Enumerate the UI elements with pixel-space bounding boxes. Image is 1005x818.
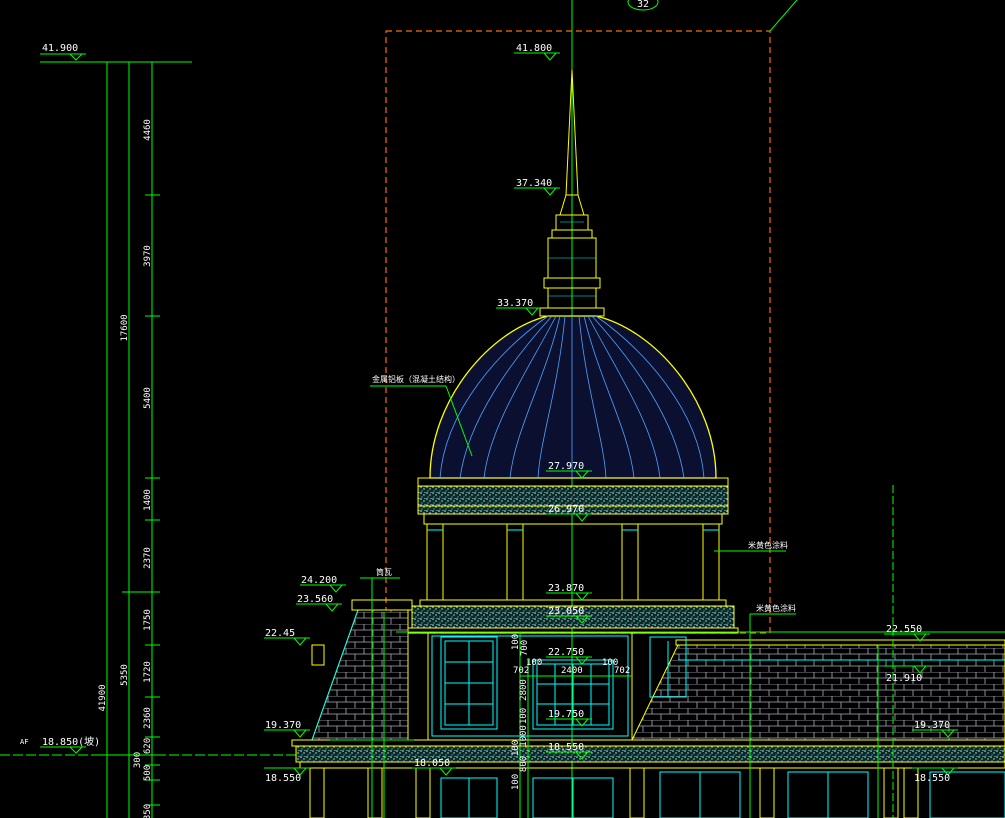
svg-text:100: 100 <box>511 740 521 756</box>
left-dims-inner: 41900 <box>98 684 108 711</box>
dim-5350: 5350 <box>120 664 130 686</box>
svg-text:筒瓦: 筒瓦 <box>376 567 392 577</box>
frame-diagonal <box>769 0 798 32</box>
dim-620: 620 <box>143 738 153 754</box>
svg-text:米黄色涂料: 米黄色涂料 <box>756 603 796 613</box>
svg-text:米黄色涂料: 米黄色涂料 <box>748 540 788 550</box>
svg-text:2400: 2400 <box>561 666 583 676</box>
dim-4460: 4460 <box>143 119 153 141</box>
elev-23050: 23.050 <box>548 606 584 617</box>
lower-columns <box>309 767 919 818</box>
elev-23870: 23.870 <box>548 583 584 594</box>
dim-5400: 5400 <box>143 387 153 409</box>
elev-22750: 22.750 <box>548 647 584 658</box>
svg-text:41.900: 41.900 <box>42 43 78 54</box>
elev-19750: 19.750 <box>548 709 584 720</box>
building-dimension-lines <box>330 485 1005 818</box>
elev-2245: 22.45 <box>265 628 295 639</box>
cornice-paint-annotation: 米黄色涂料 <box>750 603 796 615</box>
left-dims-mid: 17600 5350 <box>120 314 130 685</box>
left-mansard-roof <box>311 599 413 741</box>
center-level-markers <box>412 52 592 776</box>
dome <box>429 315 717 479</box>
center-elevation-labels: 41.800 37.340 33.370 27.970 26.970 23.87… <box>414 43 584 769</box>
elev-21910: 21.910 <box>886 673 922 684</box>
svg-text:100: 100 <box>519 708 529 724</box>
dim-17600: 17600 <box>120 314 130 341</box>
left-building-elevation-labels: 24.200 23.560 22.45 19.370 18.550 <box>265 575 337 784</box>
elev-24200: 24.200 <box>301 575 337 586</box>
lower-windows <box>440 771 1005 818</box>
left-building-level-markers <box>264 584 346 776</box>
elev-23560: 23.560 <box>297 594 333 605</box>
main-cornice <box>291 739 1005 769</box>
elev-18550-right: 18.550 <box>914 773 950 784</box>
dim-2360: 2360 <box>143 707 153 729</box>
spire-detail <box>548 221 596 297</box>
dim-3970: 3970 <box>143 245 153 267</box>
af-tag: AF <box>20 738 28 746</box>
roof-tile-annotation: 筒瓦 <box>360 567 400 610</box>
crop-frame <box>385 30 771 634</box>
left-dimension-chain <box>95 61 192 818</box>
right-elevation-labels: 22.550 21.910 19.370 18.550 <box>886 624 950 784</box>
level-marker-41900-left: 41.900 <box>40 43 107 63</box>
dim-1750: 1750 <box>143 609 153 631</box>
dome-annotation: 金属铝板（混凝土结构） <box>370 374 473 457</box>
svg-text:2800: 2800 <box>519 679 529 701</box>
dim-300: 300 <box>133 752 143 768</box>
right-level-markers <box>884 633 958 776</box>
svg-text:100: 100 <box>602 658 618 668</box>
right-mansard-roof <box>631 639 1005 741</box>
dim-1720: 1720 <box>143 661 153 683</box>
window-dimension-text: 100 2400 100 702 702 100 700 2800 100 10… <box>511 634 630 790</box>
elev-26970: 26.970 <box>548 504 584 515</box>
window-upper-right <box>649 636 687 698</box>
drum-cornice <box>417 477 729 525</box>
window-upper-left <box>440 636 498 730</box>
left-dims-outer: 4460 3970 5400 1400 2370 1750 1720 2360 … <box>133 119 153 818</box>
svg-text:100: 100 <box>526 658 542 668</box>
elev-19370-left: 19.370 <box>265 720 301 731</box>
svg-text:702: 702 <box>614 666 630 676</box>
grid-bubble-label: 32 <box>637 0 649 10</box>
elev-41800: 41.800 <box>516 43 552 54</box>
elev-18050: 18.050 <box>414 758 450 769</box>
dim-1400: 1400 <box>143 489 153 511</box>
svg-text:700: 700 <box>520 640 530 656</box>
svg-text:金属铝板（混凝土结构）: 金属铝板（混凝土结构） <box>372 374 460 384</box>
elev-22550: 22.550 <box>886 624 922 635</box>
dim-41900: 41900 <box>98 684 108 711</box>
elev-33370: 33.370 <box>497 298 533 309</box>
elev-27970: 27.970 <box>548 461 584 472</box>
svg-text:800: 800 <box>519 756 529 772</box>
dim-2370: 2370 <box>143 547 153 569</box>
column-paint-annotation: 米黄色涂料 <box>714 540 788 552</box>
svg-text:100: 100 <box>511 634 521 650</box>
dim-350: 350 <box>143 804 153 818</box>
elev-19370-right: 19.370 <box>914 720 950 731</box>
central-block <box>427 632 633 741</box>
dim-500: 500 <box>143 765 153 781</box>
elev-18550-left: 18.550 <box>265 773 301 784</box>
window-upper-center <box>532 659 614 730</box>
elev-18550: 18.550 <box>548 742 584 753</box>
svg-text:100: 100 <box>511 774 521 790</box>
svg-text:18.850(坡): 18.850(坡) <box>42 735 100 748</box>
level-marker-18850: AF 18.850(坡) <box>0 735 320 756</box>
svg-text:1000: 1000 <box>519 725 529 747</box>
svg-text:702: 702 <box>513 666 529 676</box>
elev-37340: 37.340 <box>516 178 552 189</box>
grid-bubble: 32 <box>627 0 659 11</box>
